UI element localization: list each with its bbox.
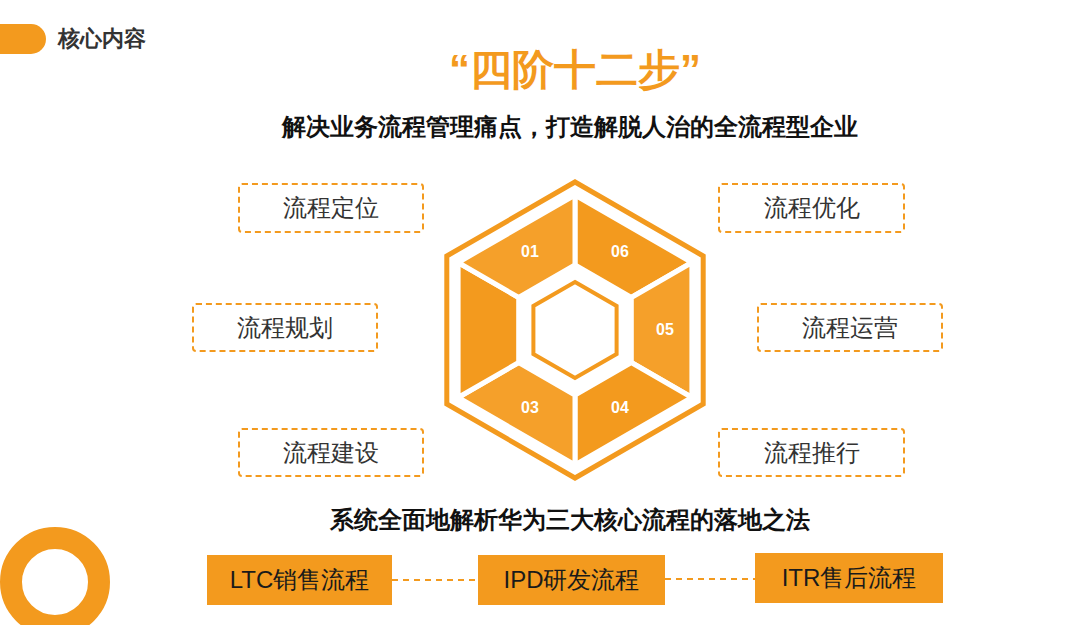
step-box: 流程规划 — [192, 303, 378, 352]
step-number: 03 — [521, 399, 539, 417]
box-text: 流程优化 — [764, 192, 860, 224]
step-number: 04 — [611, 399, 629, 417]
box-text: 流程定位 — [283, 192, 379, 224]
ring-decoration — [11, 538, 99, 625]
step-box: 流程优化 — [718, 183, 905, 233]
hexagon-segment — [458, 195, 575, 298]
box-text: IPD研发流程 — [503, 564, 639, 596]
hexagon-core — [533, 282, 616, 378]
step-number: 01 — [521, 243, 539, 261]
step-box: 流程定位 — [238, 183, 424, 233]
hexagon-segment — [575, 363, 692, 466]
tab-marker — [0, 24, 46, 54]
box-text: 流程规划 — [237, 312, 333, 344]
subtitle: 解决业务流程管理痛点，打造解脱人治的全流程型企业 — [282, 111, 858, 143]
step-box: 流程运营 — [757, 303, 943, 352]
box-text: 流程建设 — [283, 437, 379, 469]
subtitle: 系统全面地解析华为三大核心流程的落地之法 — [330, 504, 810, 536]
box-text: 流程推行 — [764, 437, 860, 469]
process-box: IPD研发流程 — [478, 555, 665, 605]
step-box: 流程建设 — [238, 428, 424, 477]
section-heading: 核心内容 — [58, 24, 146, 54]
box-text: 流程运营 — [802, 312, 898, 344]
step-number: 06 — [611, 243, 629, 261]
dashed-connector — [392, 579, 478, 581]
process-box: ITR售后流程 — [755, 553, 943, 603]
box-text: LTC销售流程 — [230, 564, 370, 596]
box-text: ITR售后流程 — [782, 562, 917, 594]
hexagon — [447, 182, 703, 478]
step-number: 05 — [656, 321, 674, 339]
hexagon-outline — [447, 182, 703, 478]
section-tab: 核心内容 — [0, 22, 190, 56]
dashed-connector — [665, 578, 755, 580]
process-box: LTC销售流程 — [207, 555, 392, 605]
step-box: 流程推行 — [718, 428, 905, 477]
title: “四阶十二步” — [449, 42, 701, 98]
